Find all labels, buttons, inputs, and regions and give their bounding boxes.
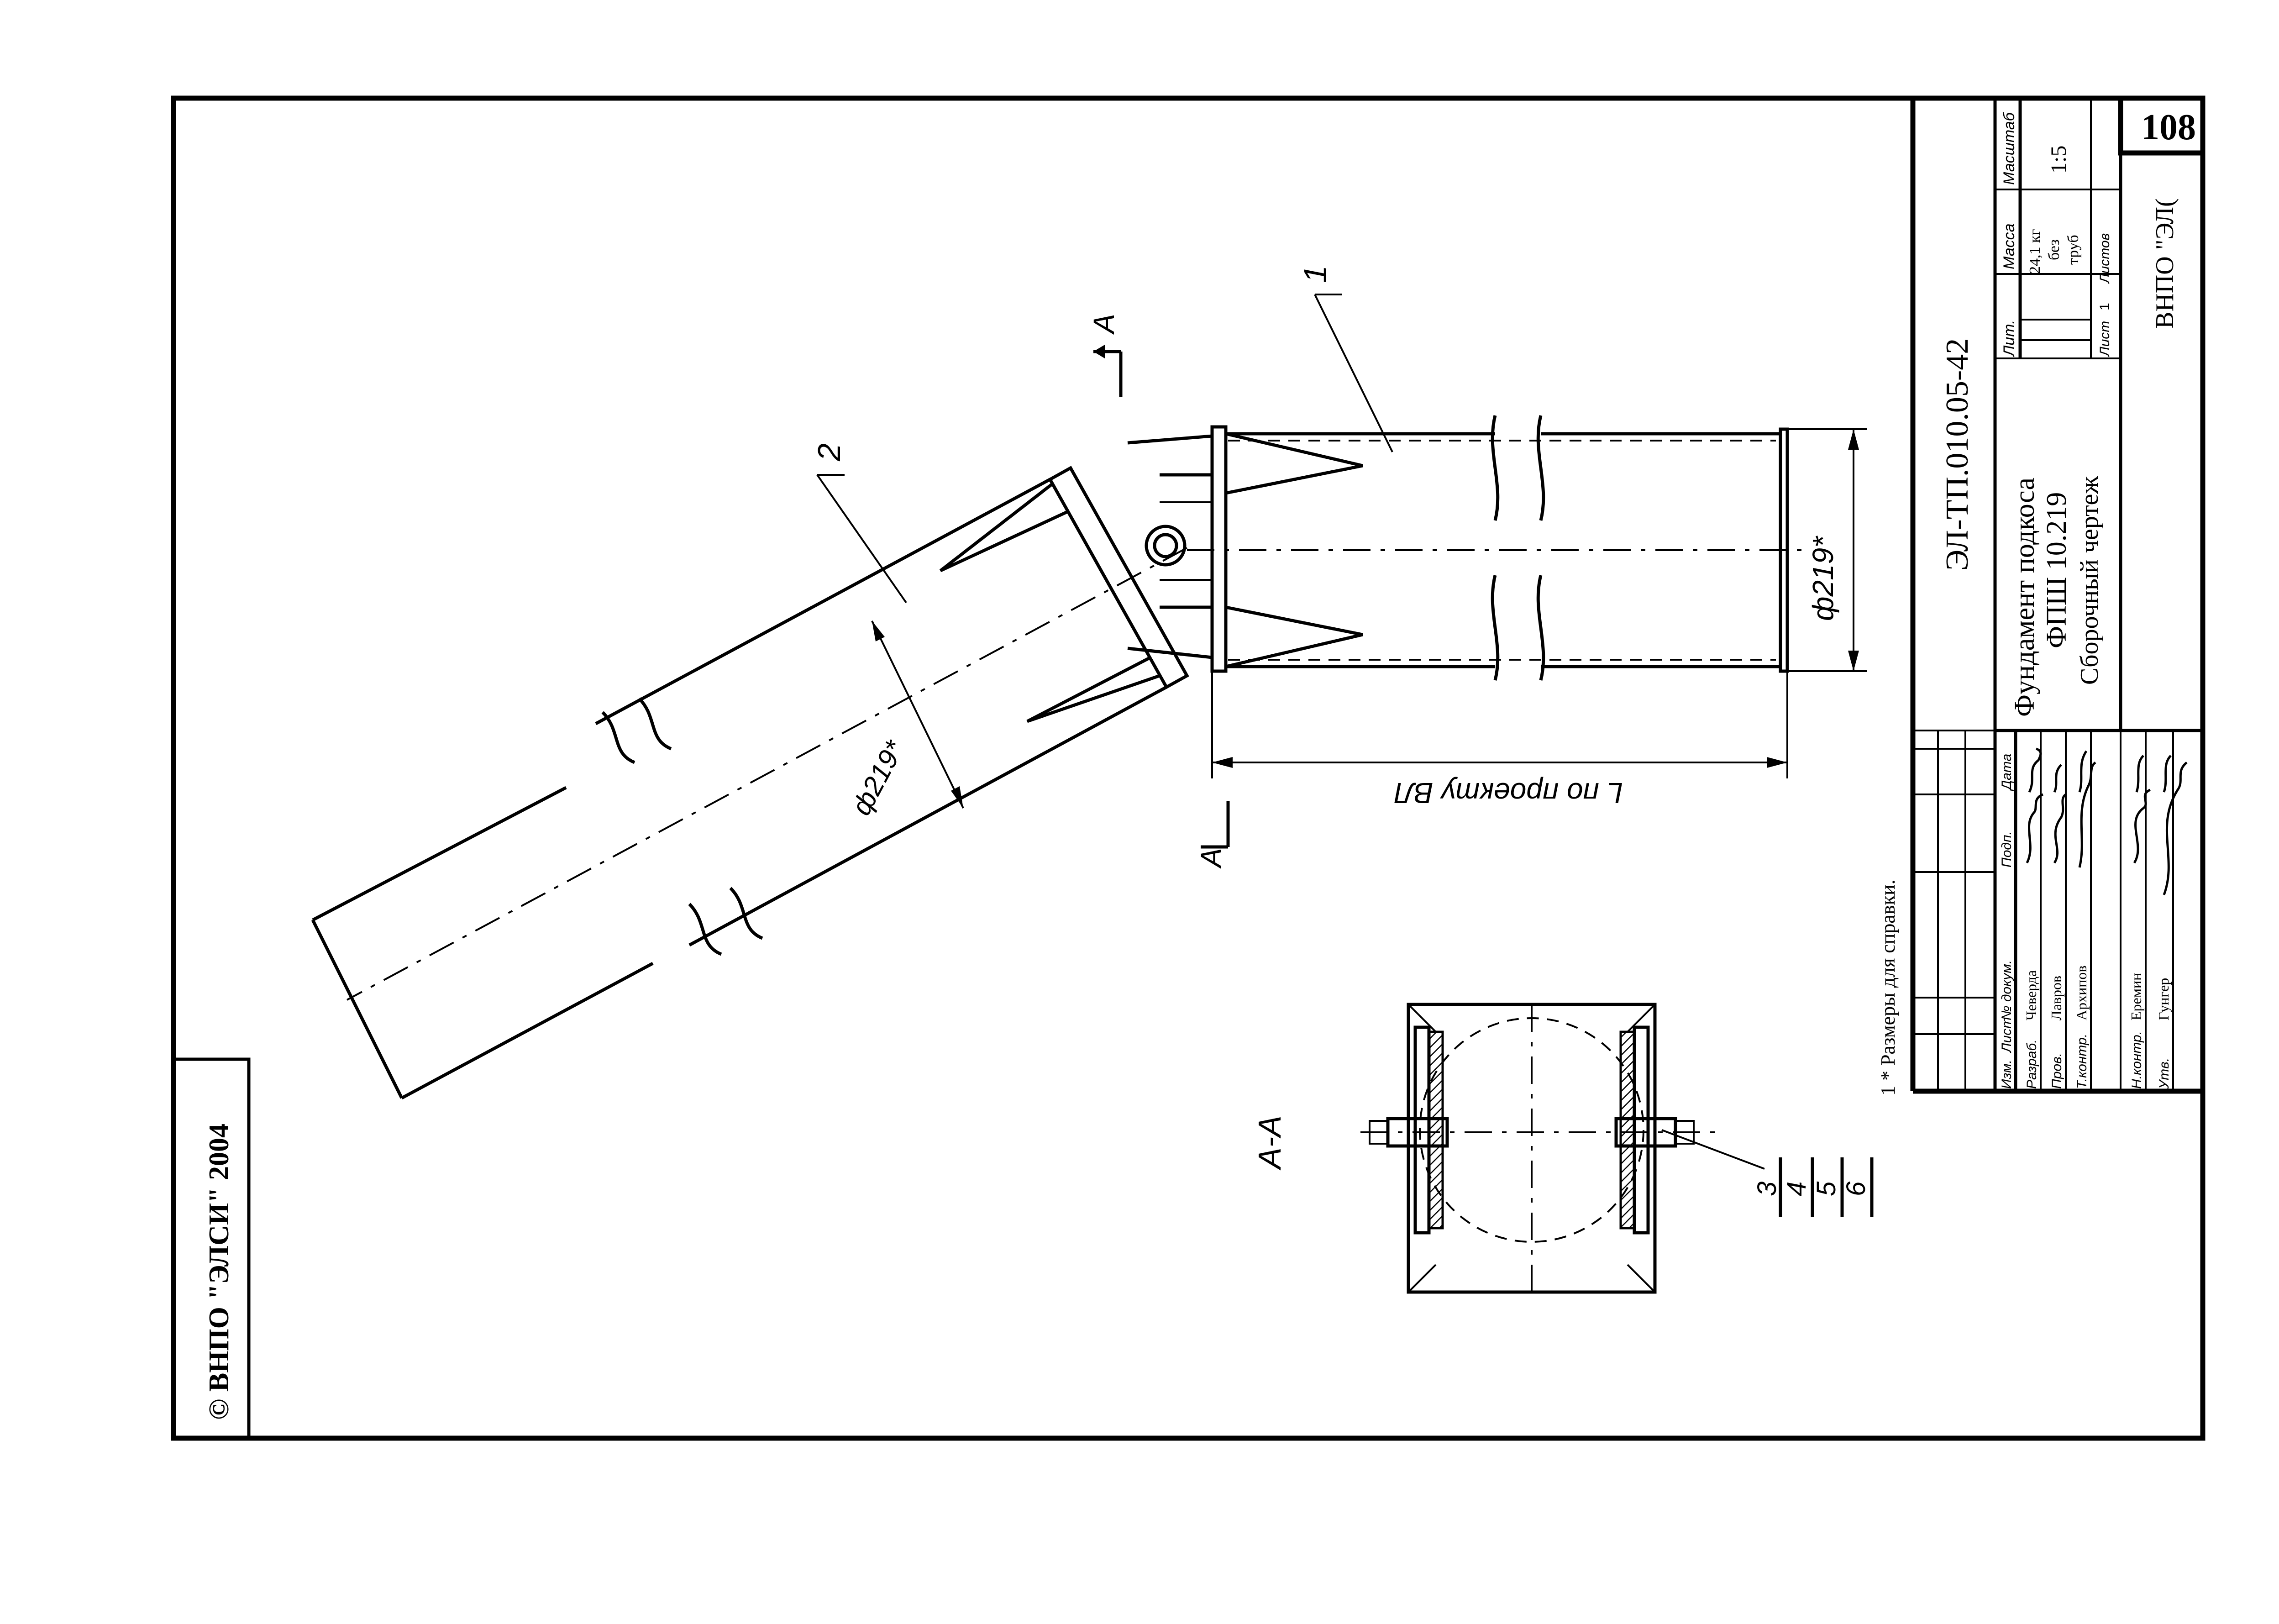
- sheets-label: Листов: [2097, 233, 2112, 284]
- role-tcontrol: Т.контр.: [2074, 1034, 2090, 1089]
- header-doc: № докум.: [1999, 960, 2014, 1020]
- mass-label: Масса: [2001, 223, 2018, 269]
- sheet-number: 108: [2141, 107, 2196, 147]
- header-sign: Подп.: [1999, 831, 2014, 867]
- signature-table-grid: [1913, 731, 2174, 1091]
- dia-main-label: ф219*: [1806, 536, 1839, 621]
- pos-1-label: 1: [1297, 265, 1333, 283]
- doc-code: ЭЛ-ТП.010.05-42: [1940, 338, 1975, 571]
- length-label: L по проекту ВЛ: [1394, 777, 1623, 809]
- lit-label: Лит.: [2001, 320, 2018, 357]
- role-dev: Разраб.: [2024, 1039, 2039, 1089]
- copyright-box: [172, 1057, 251, 1440]
- section-a-a: А-А 3 4 5 6: [1252, 1003, 1874, 1294]
- header-list: Лист: [1999, 1017, 2014, 1053]
- pos-6-label: 6: [1841, 1181, 1871, 1196]
- signatures: [2026, 747, 2188, 895]
- mass-value-3: труб: [2065, 235, 2082, 265]
- dimensions: ф219* L по проекту ВЛ ф219* 1 2 А А: [811, 265, 1867, 869]
- sheet-frame: [171, 95, 2205, 1441]
- title-line-1: Фундамент подкоса: [2009, 478, 2040, 717]
- copyright-text: © ВНПО "ЭЛСИ" 2004: [204, 1124, 235, 1420]
- main-pipe: [1127, 415, 1808, 681]
- title-line-2: ФПШ 10.219: [2041, 492, 2072, 648]
- role-ncontrol: Н.контр.: [2129, 1031, 2144, 1089]
- pos-3-label: 3: [1752, 1182, 1782, 1196]
- note-text: 1 * Размеры для справки.: [1877, 879, 1899, 1096]
- name-ncontrol: Еремин: [2128, 973, 2144, 1020]
- name-check: Лавров: [2048, 976, 2064, 1020]
- header-izm: Изм.: [1999, 1060, 2014, 1089]
- name-dev: Чеверда: [2023, 970, 2039, 1020]
- scale-value: 1:5: [2047, 146, 2071, 173]
- section-title: А-А: [1252, 1115, 1287, 1171]
- position-stack: 3 4 5 6: [1752, 1157, 1874, 1217]
- title-block: 108 ЭЛ-ТП.010.05-42 Фундамент подкоса ФП…: [1910, 95, 2205, 1094]
- pos-4-label: 4: [1782, 1182, 1812, 1196]
- role-check: Пров.: [2049, 1053, 2064, 1089]
- pos-5-label: 5: [1812, 1181, 1841, 1196]
- role-approve: Утв.: [2157, 1058, 2172, 1089]
- header-date: Дата: [1999, 754, 2014, 791]
- section-mark-bottom: А: [1195, 848, 1228, 869]
- sheet-label: Лист: [2097, 321, 2112, 357]
- pos-2-label: 2: [811, 443, 847, 462]
- title-line-3: Сборочный чертеж: [2075, 476, 2104, 685]
- name-tcontrol: Архипов: [2073, 966, 2090, 1020]
- brace-pipe: [311, 466, 1189, 1100]
- org-name: ВНПО "ЭЛ(: [2151, 198, 2179, 329]
- mass-value-2: без: [2046, 239, 2063, 260]
- name-approve: Гунгер: [2155, 978, 2172, 1020]
- scale-label: Масштаб: [2001, 111, 2018, 185]
- mass-value-1: 24,1 кг: [2027, 229, 2043, 274]
- dia-brace-label: ф219*: [845, 735, 910, 820]
- sheet-value: 1: [2097, 303, 2112, 310]
- section-mark-top: А: [1087, 314, 1120, 335]
